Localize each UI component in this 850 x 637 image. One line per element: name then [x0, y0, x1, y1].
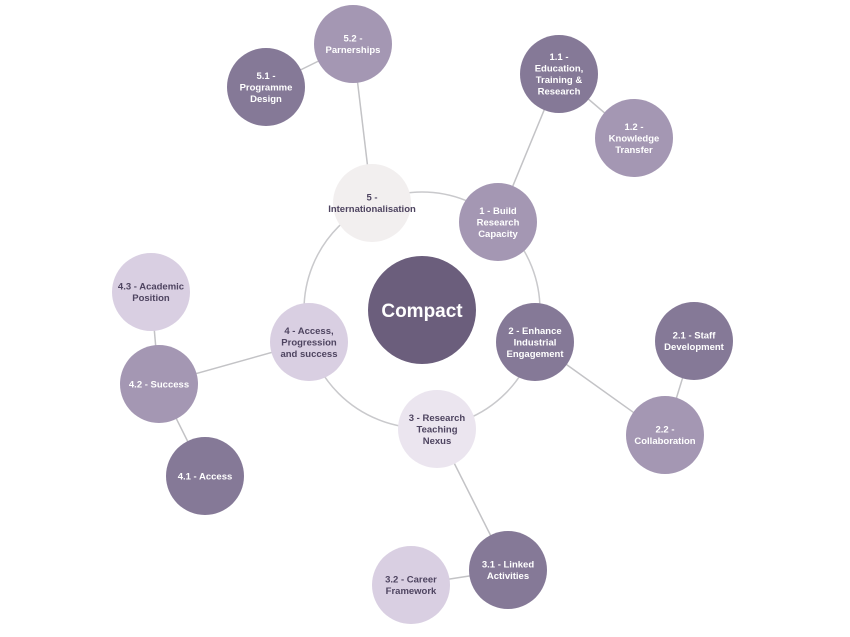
node-label-line: 4 - Access,: [284, 326, 333, 337]
node-circle: [595, 99, 673, 177]
node-label-line: Transfer: [615, 145, 653, 156]
node-label-line: Development: [664, 342, 724, 353]
node-label-line: 1.2 -: [624, 122, 643, 133]
node-circle: [270, 303, 348, 381]
node-circle: [227, 48, 305, 126]
node-n5-2: 5.2 -Parnerships: [314, 5, 392, 83]
node-label-line: Design: [250, 94, 282, 105]
node-circle: [459, 183, 537, 261]
node-label-line: 4.1 - Access: [178, 471, 233, 482]
node-label-line: Framework: [386, 586, 437, 597]
node-label-line: 1 - Build: [479, 206, 517, 217]
node-circle: [120, 345, 198, 423]
node-n4-2: 4.2 - Success: [120, 345, 198, 423]
node-label-line: 4.2 - Success: [129, 379, 189, 390]
node-label-line: 2.2 -: [655, 425, 674, 436]
node-label-line: Position: [132, 293, 170, 304]
node-label-line: 5.1 -: [256, 71, 275, 82]
node-label-line: Capacity: [478, 229, 518, 240]
node-label-line: Training &: [536, 75, 583, 86]
node-label: 5.2 -Parnerships: [326, 34, 381, 57]
node-circle: [626, 396, 704, 474]
node-label-line: Education,: [535, 64, 584, 75]
node-label-line: 2.1 - Staff: [673, 331, 717, 342]
node-circle: [166, 437, 244, 515]
node-label-line: Programme: [240, 82, 293, 93]
node-label: 1.1 -Education,Training &Research: [535, 52, 584, 97]
center-label: Compact: [381, 301, 463, 322]
node-label-line: Activities: [487, 571, 529, 582]
node-circle: [314, 5, 392, 83]
node-circle: [469, 531, 547, 609]
node-label: 4.2 - Success: [129, 379, 189, 390]
node-n2-2: 2.2 -Collaboration: [626, 396, 704, 474]
node-label-line: and success: [280, 349, 337, 360]
node-label-line: Industrial: [514, 337, 557, 348]
node-label-line: 2 - Enhance: [508, 326, 561, 337]
node-label: 5 -Internationalisation: [328, 193, 416, 216]
node-label-line: Knowledge: [609, 133, 660, 144]
node-label-line: Research: [477, 217, 520, 228]
node-label-line: Internationalisation: [328, 204, 416, 215]
node-label-line: 1.1 -: [549, 52, 568, 63]
node-label-line: 4.3 - Academic: [118, 282, 184, 293]
node-label-line: Nexus: [423, 436, 452, 447]
node-label-line: 3 - Research: [409, 413, 466, 424]
center-circle: [368, 256, 476, 364]
node-circle: [655, 302, 733, 380]
node-circle: [372, 546, 450, 624]
node-circle: [112, 253, 190, 331]
node-label-line: 3.2 - Career: [385, 575, 437, 586]
node-label-line: 3.1 - Linked: [482, 560, 534, 571]
node-circle: [496, 303, 574, 381]
node-label-line: Progression: [281, 337, 337, 348]
node-label-line: Parnerships: [326, 45, 381, 56]
center-node-compact: Compact: [368, 256, 476, 364]
node-label-line: 5.2 -: [343, 34, 362, 45]
node-n4-1: 4.1 - Access: [166, 437, 244, 515]
node-label: 2.2 -Collaboration: [634, 425, 695, 448]
node-label-line: Research: [538, 87, 581, 98]
node-n1-1: 1.1 -Education,Training &Research: [520, 35, 598, 113]
node-circle: [333, 164, 411, 242]
node-label: 4.1 - Access: [178, 471, 233, 482]
node-label-line: Engagement: [506, 349, 564, 360]
node-label-line: 5 -: [366, 193, 377, 204]
node-circle: [398, 390, 476, 468]
node-circle: [520, 35, 598, 113]
node-label-line: Teaching: [417, 424, 458, 435]
node-n5: 5 -Internationalisation: [328, 164, 416, 242]
node-label-line: Collaboration: [634, 436, 695, 447]
